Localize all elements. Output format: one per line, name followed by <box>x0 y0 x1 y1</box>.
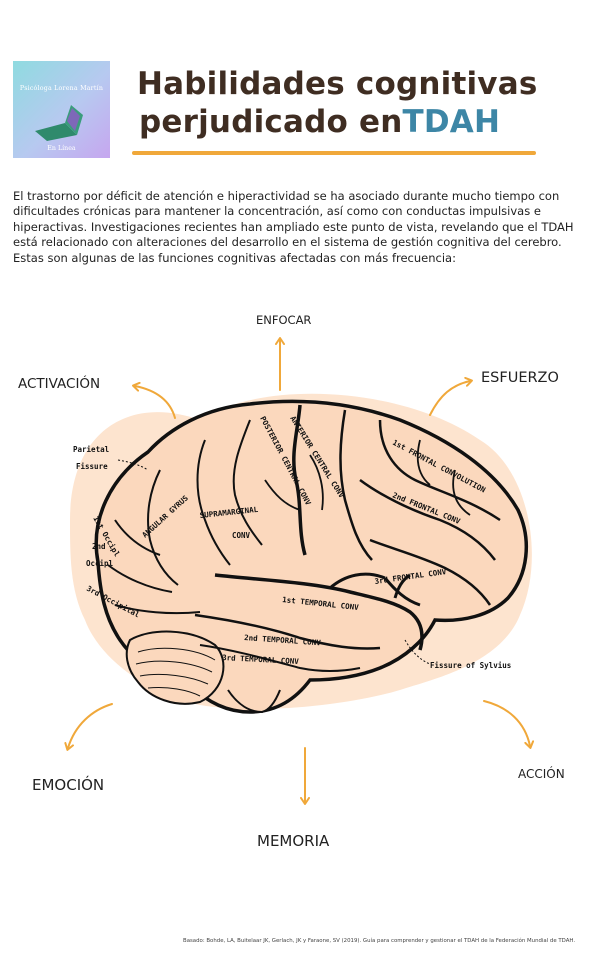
label-sylvius: Fissure of Sylvius <box>430 661 511 670</box>
label-memoria: MEMORIA <box>257 832 330 850</box>
label-supramarginal-2: CONV <box>232 531 251 540</box>
page-title-main: perjudicado en <box>139 104 403 140</box>
label-parietal-2: Fissure <box>76 462 108 471</box>
arrow-emocion <box>64 703 113 751</box>
label-occipital-2a: 2nd <box>92 542 106 551</box>
intro-paragraph: El trastorno por déficit de atención e h… <box>13 189 574 265</box>
sylvian-fissure <box>214 573 424 651</box>
label-accion: ACCIÓN <box>518 767 565 781</box>
label-temporal-3: 3rd TEMPORAL CONV <box>222 653 300 666</box>
central-sulcus <box>292 404 307 556</box>
arrow-activacion <box>132 381 176 419</box>
arrow-accion <box>483 700 535 749</box>
page-title-line2: perjudicado enTDAH <box>139 104 500 140</box>
title-underline <box>132 151 536 155</box>
page-title-line1: Habilidades cognitivas <box>137 66 538 102</box>
cerebellum <box>125 630 225 705</box>
label-activacion: ACTIVACIÓN <box>18 376 101 392</box>
label-esfuerzo: ESFUERZO <box>481 370 559 386</box>
laptop-icon <box>35 105 83 141</box>
label-parietal-1: Parietal <box>73 445 109 454</box>
label-emocion: EMOCIÓN <box>32 776 105 794</box>
brain-stem <box>227 689 281 714</box>
label-enfocar: ENFOCAR <box>256 313 312 327</box>
arrow-esfuerzo <box>429 376 473 416</box>
label-occipital-2b: Occipl <box>86 559 113 568</box>
logo-name: Psicóloga Lorena Martín <box>19 85 104 92</box>
page-title-accent: TDAH <box>402 104 501 140</box>
logo: Psicóloga Lorena Martín En Línea <box>13 61 110 158</box>
footnote-source: Basado: Bohde, LA, Buitelaar JK, Gerlach… <box>183 938 576 944</box>
logo-subtitle: En Línea <box>47 145 76 152</box>
